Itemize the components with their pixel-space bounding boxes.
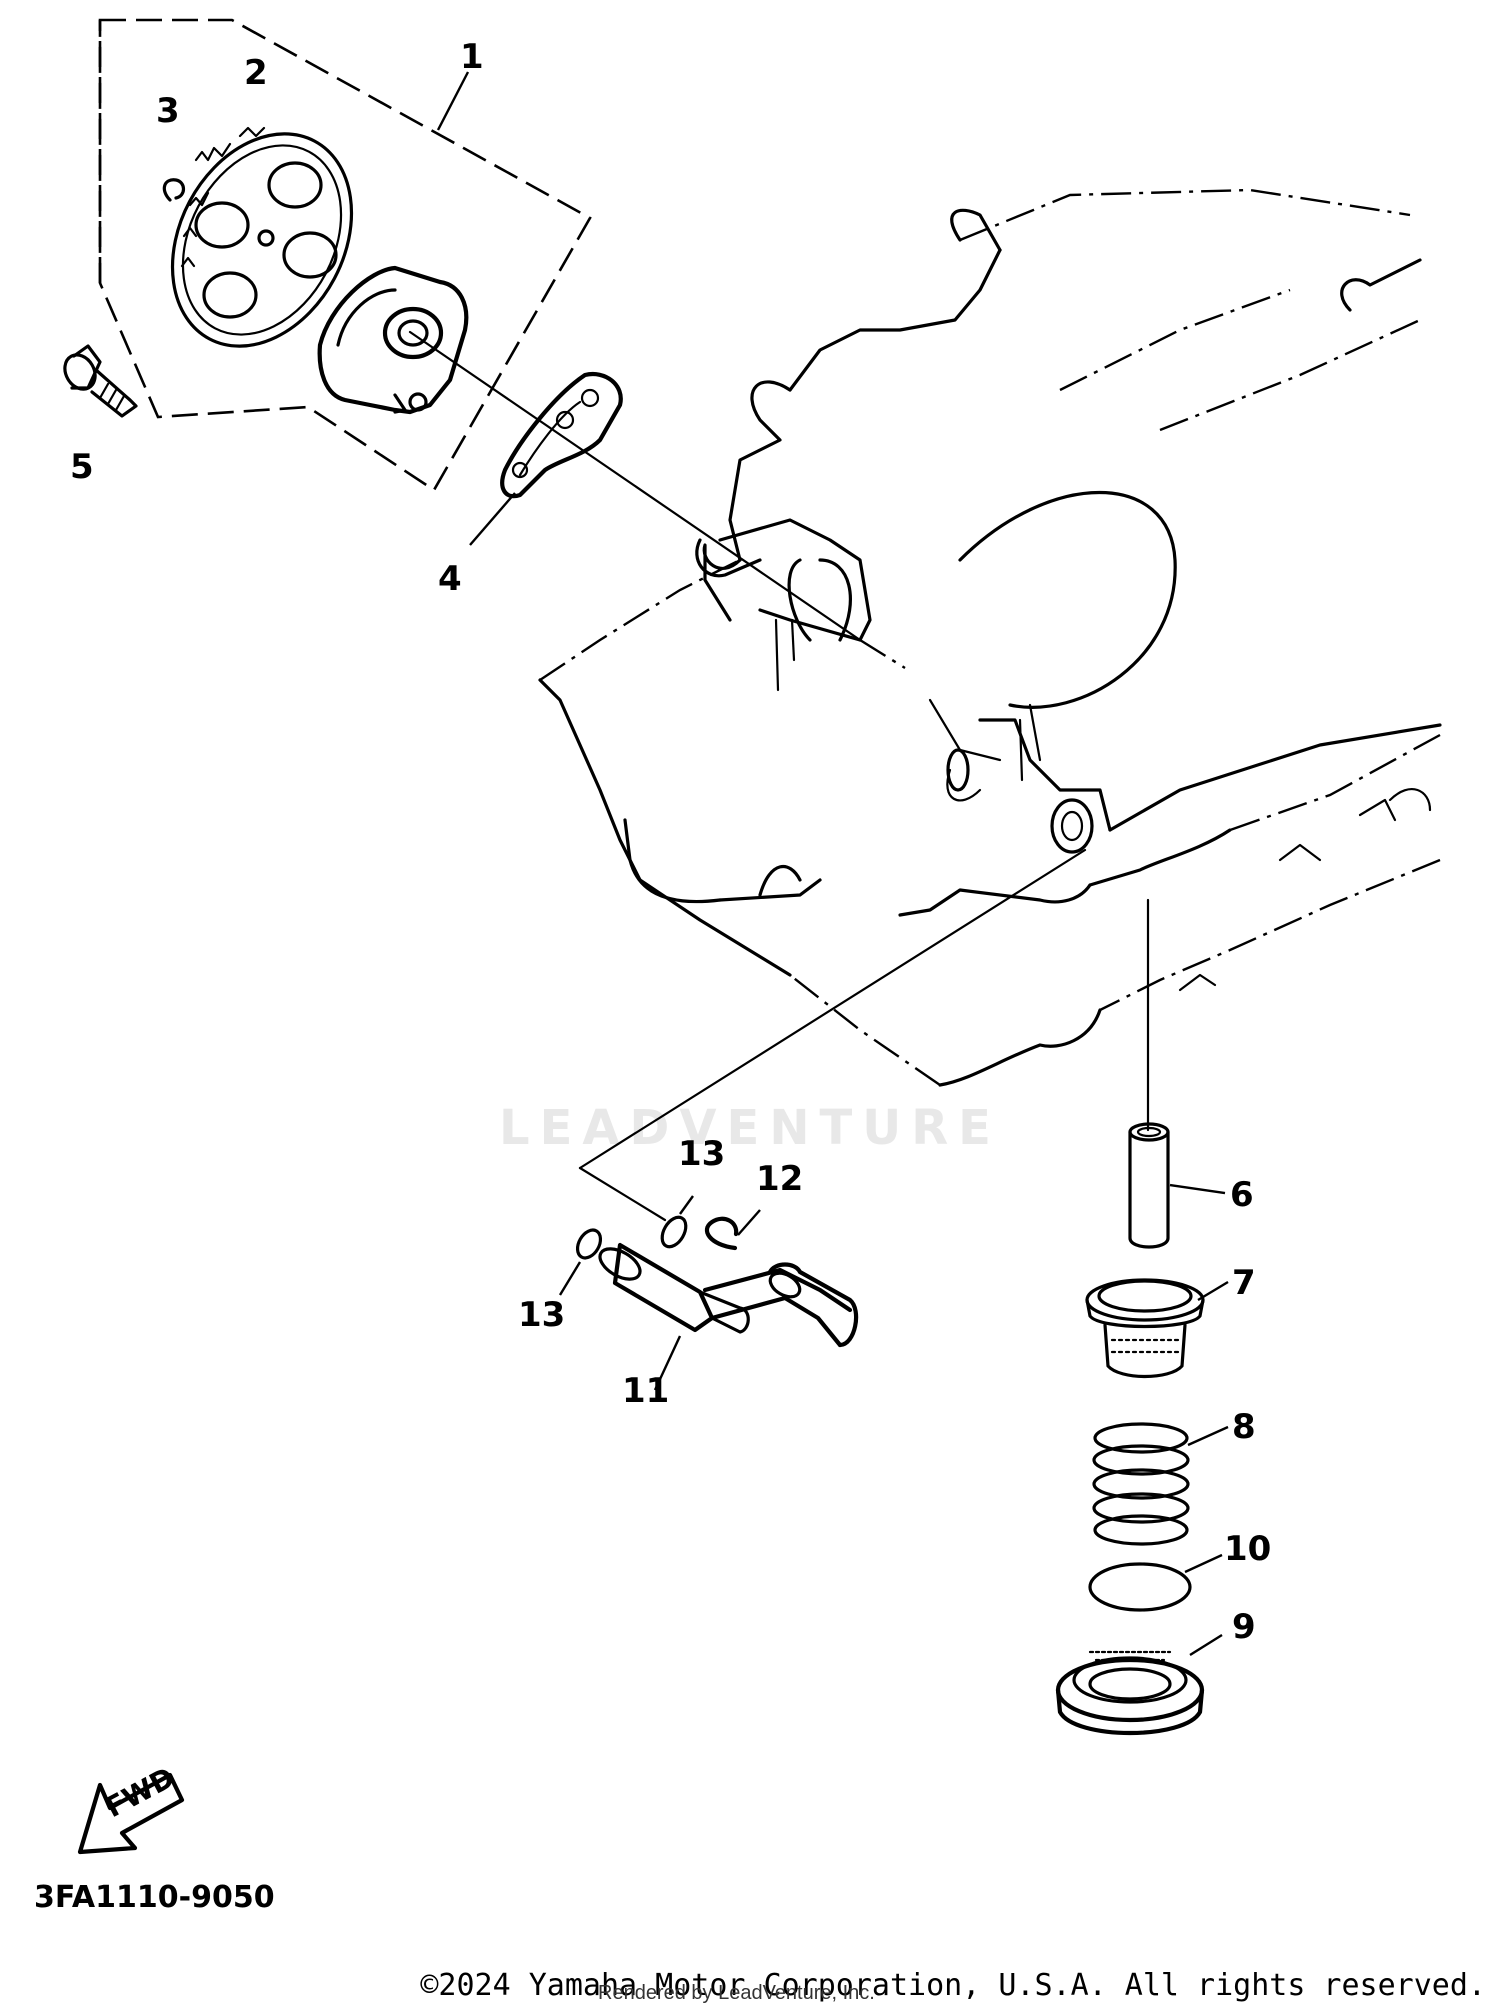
callout-9: 9 [1232, 1607, 1256, 1647]
forward-direction-arrow: FWD [77, 1761, 185, 1855]
gasket [469, 371, 623, 546]
watermark-text: LEADVENTURE [499, 1100, 1001, 1156]
callout-4: 4 [438, 559, 462, 599]
callout-11: 11 [622, 1371, 669, 1411]
bolt [63, 344, 138, 418]
o-ring-small-upper [660, 1195, 694, 1249]
oil-pump-housing [317, 265, 469, 415]
retaining-clip [704, 1209, 761, 1251]
oil-strainer [1085, 1278, 1229, 1379]
oil-delivery-pipe [598, 1242, 859, 1391]
drain-plug [1055, 1633, 1223, 1736]
circlip [162, 178, 186, 202]
collar [1128, 1122, 1226, 1249]
o-ring-large [1088, 1553, 1223, 1612]
callout-13-upper: 13 [678, 1134, 725, 1174]
oil-pump-assembly-boundary [98, 18, 592, 492]
callout-2: 2 [244, 53, 268, 93]
callout-8: 8 [1232, 1407, 1256, 1447]
callout-13-lower: 13 [518, 1295, 565, 1335]
callout-labels: 1 2 3 4 5 6 7 8 9 10 11 12 13 13 [70, 37, 1271, 1647]
crankcase-outline [538, 188, 1442, 1087]
callout-6: 6 [1230, 1175, 1254, 1215]
alignment-lines [408, 330, 1150, 1222]
callout-3: 3 [156, 91, 180, 131]
oil-pump-driven-gear [170, 126, 354, 348]
fwd-label: FWD [100, 1761, 180, 1825]
callout-12: 12 [756, 1159, 803, 1199]
rendered-by-credit: Rendered by LeadVenture, Inc. [598, 1982, 875, 2004]
callout-10: 10 [1224, 1529, 1271, 1569]
compression-spring [1092, 1422, 1229, 1546]
callout-1: 1 [460, 37, 484, 77]
o-ring-small-lower [558, 1228, 603, 1296]
callout-5: 5 [70, 447, 94, 487]
diagram-part-code: 3FA1110-9050 [34, 1880, 275, 1915]
copyright-notice: ©2024 Yamaha Motor Corporation, U.S.A. A… [420, 1968, 1486, 2003]
callout-7: 7 [1232, 1263, 1256, 1303]
